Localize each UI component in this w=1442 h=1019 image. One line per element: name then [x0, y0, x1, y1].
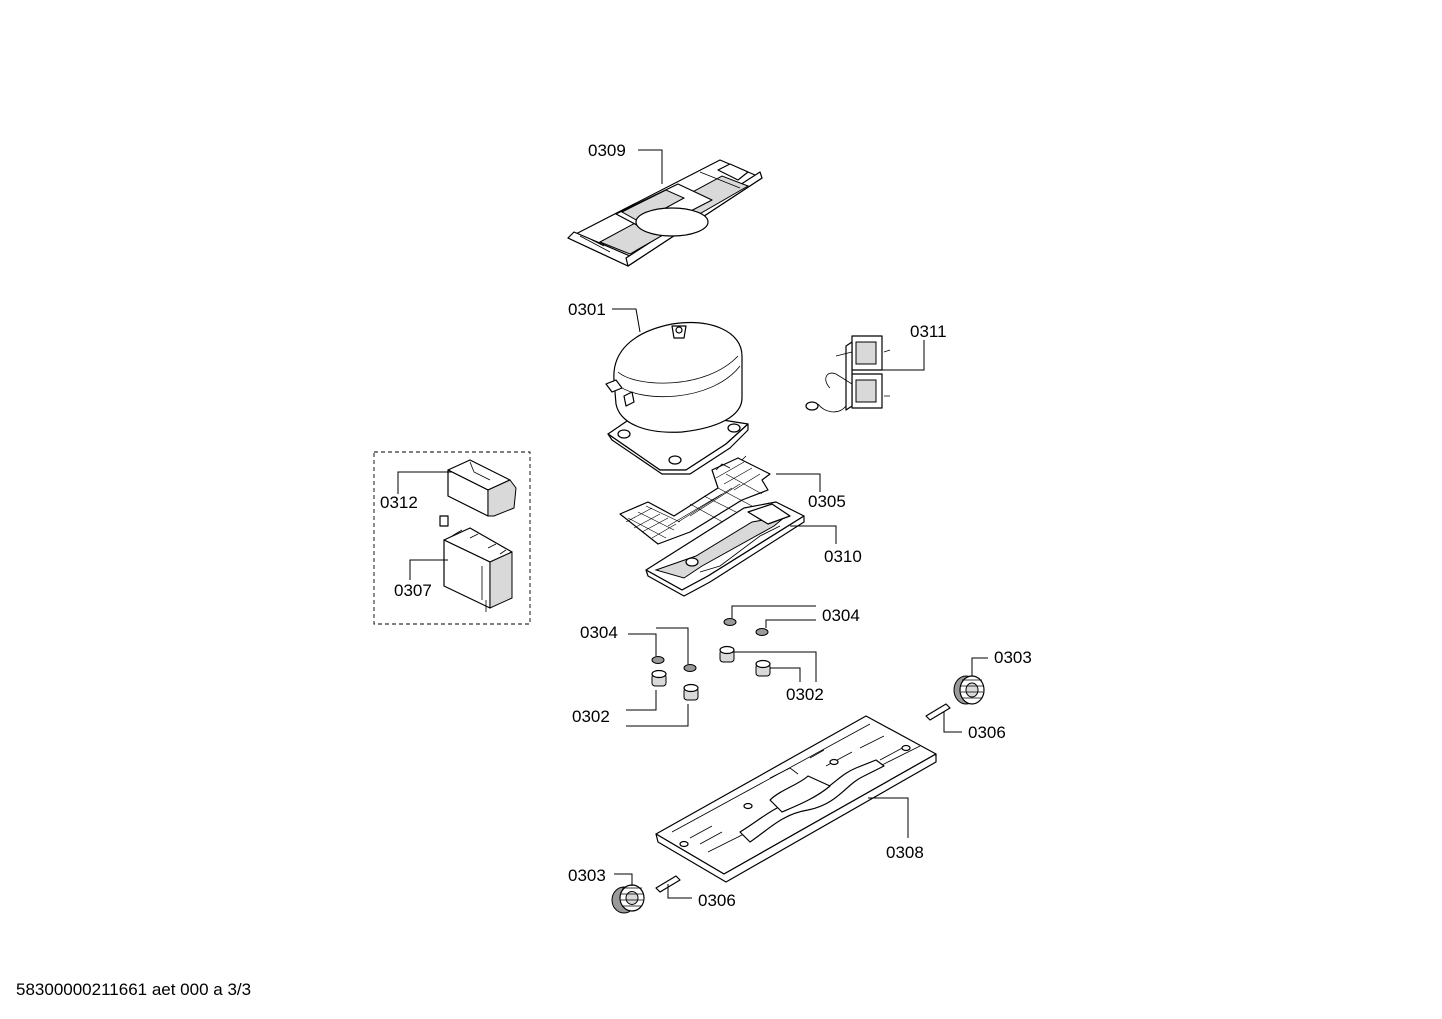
label-0308: 0308 — [886, 843, 924, 862]
label-0304-right: 0304 — [822, 606, 860, 625]
label-0304-left: 0304 — [580, 623, 618, 642]
part-0304-left-washers — [651, 656, 697, 672]
part-0301-compressor — [605, 322, 749, 475]
label-0307: 0307 — [394, 581, 432, 600]
leader-0303-top — [971, 657, 988, 676]
part-0310-base-tray — [645, 501, 805, 597]
part-0302-left-grommets — [651, 669, 699, 701]
label-0306-bottom: 0306 — [698, 891, 736, 910]
part-0305-grid-mat — [619, 455, 771, 545]
label-0312: 0312 — [380, 493, 418, 512]
leader-0301 — [612, 308, 641, 333]
label-0302-right: 0302 — [786, 685, 824, 704]
leader-0309 — [638, 149, 663, 184]
label-0303-bottom: 0303 — [568, 866, 606, 885]
leader-0308 — [868, 797, 909, 838]
leader-0311 — [882, 340, 925, 371]
leader-0302-right-a — [734, 651, 817, 682]
electronics-group-box — [373, 451, 531, 625]
leader-0304-right-b — [765, 619, 816, 628]
part-0311-relay-assembly — [805, 335, 891, 413]
label-0302-left: 0302 — [572, 707, 610, 726]
part-0303-top-wheel — [953, 675, 985, 705]
label-0309: 0309 — [588, 141, 626, 160]
leader-0307 — [409, 559, 448, 580]
leader-0305 — [776, 473, 821, 492]
part-0303-bottom-wheel — [611, 884, 645, 914]
label-0310: 0310 — [824, 547, 862, 566]
label-0306-top: 0306 — [968, 723, 1006, 742]
leader-0302-right-b — [770, 667, 801, 682]
label-0301: 0301 — [568, 300, 606, 319]
leader-0306-top — [943, 712, 962, 733]
label-0303-top: 0303 — [994, 648, 1032, 667]
document-id-footer: 58300000211661 aet 000 a 3/3 — [16, 980, 252, 999]
leader-0310 — [790, 525, 837, 544]
part-0308-base-frame — [655, 715, 937, 883]
leader-0304-left-a — [628, 633, 657, 656]
part-0304-right-washers — [723, 618, 769, 636]
part-0306-top-axle — [925, 703, 951, 721]
leader-0302-left-a — [626, 690, 657, 711]
part-0312-cover — [447, 459, 517, 517]
label-0311: 0311 — [910, 322, 947, 341]
leader-0312 — [397, 471, 452, 494]
leader-0303-bottom — [614, 873, 633, 886]
part-0309-top-tray — [567, 159, 763, 267]
part-0302-right-grommets — [719, 645, 771, 677]
leader-0302-left-b — [626, 704, 689, 727]
part-0307-control-module — [439, 515, 513, 612]
leader-0304-left-b — [656, 627, 689, 664]
leader-0304-right-a — [731, 605, 816, 618]
leader-0306-bottom — [667, 884, 692, 899]
label-0305: 0305 — [808, 492, 846, 511]
